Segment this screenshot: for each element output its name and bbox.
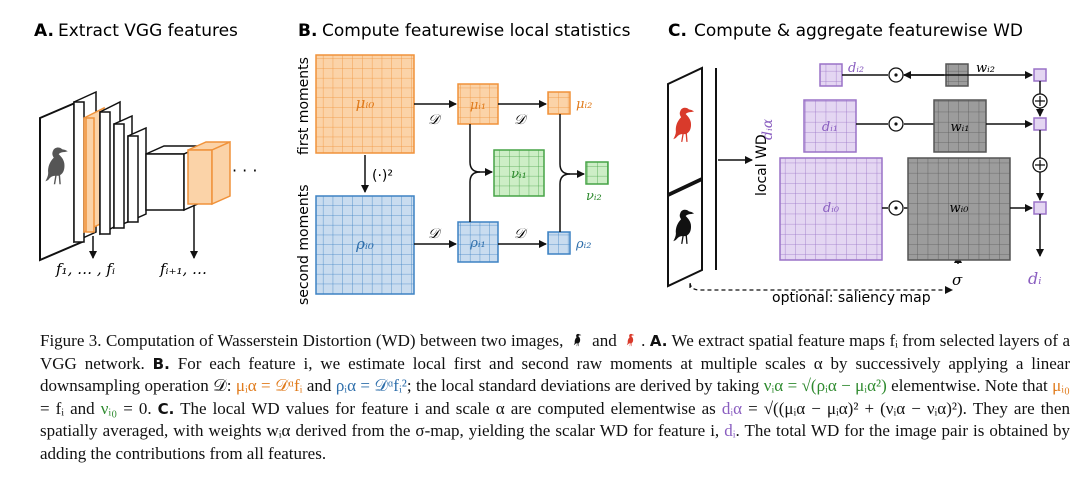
nu-i2-label: νᵢ₂: [586, 189, 602, 204]
svg-text:Extract VGG features: Extract VGG features: [58, 21, 238, 41]
vgg-network-stack: [39, 90, 231, 262]
d-i1-label: dᵢ₁: [822, 120, 838, 135]
svg-text:Compute featurewise local stat: Compute featurewise local statistics: [322, 21, 631, 41]
downsample-op-1: 𝒟: [428, 112, 442, 128]
panel-a-title: A. Extract VGG features: [34, 21, 238, 41]
d-i2-map: [819, 63, 843, 87]
second-moments-label: second moments: [296, 185, 312, 306]
panel-c-title: C. Compute & aggregate featurewise WD: [668, 21, 1023, 41]
sigma-label: σ: [952, 271, 963, 289]
local-wd-symbol: dᵢα: [760, 118, 776, 140]
d-i2-label: dᵢ₂: [848, 61, 864, 76]
rho-i0-map: [315, 195, 415, 295]
caption-fig-label: Figure 3.: [40, 331, 102, 350]
figure-diagram: A. Extract VGG features B. Compute featu…: [34, 21, 1048, 306]
more-layers-dots: · · ·: [232, 161, 257, 180]
features-right-label: fᵢ₊₁, …: [159, 260, 207, 278]
svg-text:C.: C.: [668, 21, 687, 41]
nu-i2-map: [585, 161, 609, 185]
w-i0-map: [907, 157, 1011, 261]
mu-i0-map: [315, 54, 415, 154]
d-i1-map: [803, 99, 857, 153]
nu-i1-label: νᵢ₁: [511, 167, 527, 182]
mu-i2-map: [547, 91, 571, 115]
panel-b-title: B. Compute featurewise local statistics: [298, 21, 631, 41]
d-i-total-label: dᵢ: [1028, 269, 1041, 288]
figure-caption: Figure 3. Computation of Wasserstein Dis…: [40, 331, 1071, 463]
mu-i1-label: μᵢ₁: [470, 98, 486, 113]
w-i2-label: wᵢ₂: [976, 61, 995, 76]
features-left-label: f₁, … , fᵢ: [55, 260, 115, 278]
downsample-op-4: 𝒟: [514, 226, 528, 242]
d-i0-map: [779, 157, 883, 261]
w-i1-label: wᵢ₁: [951, 120, 970, 135]
w-i0-label: wᵢ₀: [950, 201, 970, 216]
mu-i0-label: μᵢ₀: [356, 94, 375, 112]
rho-i1-map: [457, 221, 499, 263]
downsample-op-3: 𝒟: [514, 112, 528, 128]
first-moments-label: first moments: [296, 57, 312, 155]
mu-i2-label: μᵢ₂: [576, 97, 592, 112]
nu-i1-map: [493, 149, 545, 197]
rho-i2-label: ρᵢ₂: [575, 237, 591, 252]
w-i1-map: [933, 99, 987, 153]
rho-i0-label: ρᵢ₀: [355, 235, 374, 253]
svg-text:A.: A.: [34, 21, 54, 41]
d-i0-label: dᵢ₀: [823, 201, 840, 216]
saliency-path: [689, 281, 953, 294]
downsample-op-2: 𝒟: [428, 226, 442, 242]
square-op-label: (·)²: [372, 168, 393, 184]
red-bird-icon: [621, 333, 641, 347]
black-bird-icon: [568, 333, 588, 347]
local-wd-label: local WD: [754, 134, 770, 196]
rho-i1-label: ρᵢ₁: [469, 236, 485, 251]
mu-i1-map: [457, 83, 499, 125]
rho-i2-map: [547, 231, 571, 255]
image-pair: [667, 66, 703, 288]
svg-text:Compute & aggregate featurewis: Compute & aggregate featurewise WD: [694, 21, 1023, 41]
saliency-label: optional: saliency map: [772, 290, 931, 306]
svg-text:B.: B.: [298, 21, 317, 41]
